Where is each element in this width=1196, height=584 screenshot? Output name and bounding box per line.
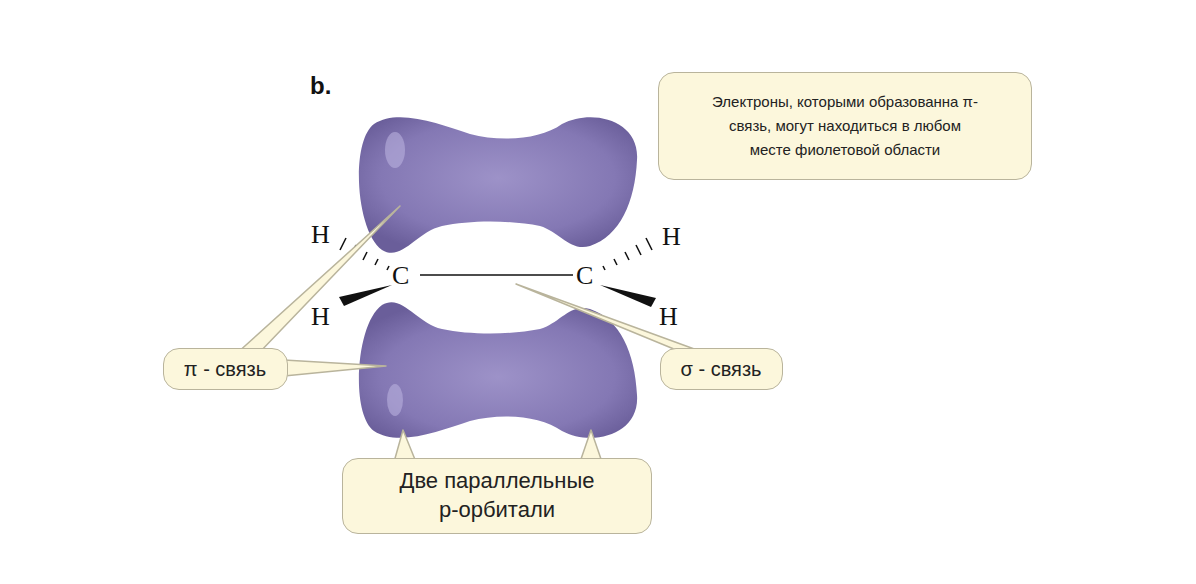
atom-symbol: H: [662, 224, 681, 250]
box-text: σ - связь: [681, 357, 762, 381]
callout-box: Две параллельные р-орбитали: [342, 458, 652, 534]
callout-tail: [236, 206, 400, 354]
callout-tail: [516, 284, 708, 354]
note-box: Электроны, которыми образованна π-связь,…: [658, 72, 1032, 180]
solid-wedge: [600, 285, 656, 307]
callout-box: σ - связь: [660, 348, 783, 390]
lobe-highlight: [387, 384, 403, 416]
box-text: Электроны, которыми образованна π-связь,…: [708, 90, 983, 162]
panel-letter: b.: [310, 74, 331, 98]
box-text: Две параллельные р-орбитали: [397, 467, 597, 524]
atom-symbol: C: [392, 263, 409, 289]
atom-symbol: H: [311, 222, 330, 248]
callout-box: π - связь: [163, 348, 288, 390]
box-text: π - связь: [184, 357, 266, 381]
callout-tail: [284, 360, 386, 376]
sigma-bond-line: [420, 274, 573, 276]
pi-orbital-lobe: [359, 117, 637, 253]
atom-symbol: C: [576, 263, 593, 289]
atom-symbol: H: [659, 304, 678, 330]
lobe-highlight: [385, 132, 405, 168]
solid-wedge: [339, 285, 392, 306]
hashed-wedge: [603, 238, 652, 270]
atom-symbol: H: [311, 304, 330, 330]
pi-orbital-lobe: [359, 302, 637, 438]
